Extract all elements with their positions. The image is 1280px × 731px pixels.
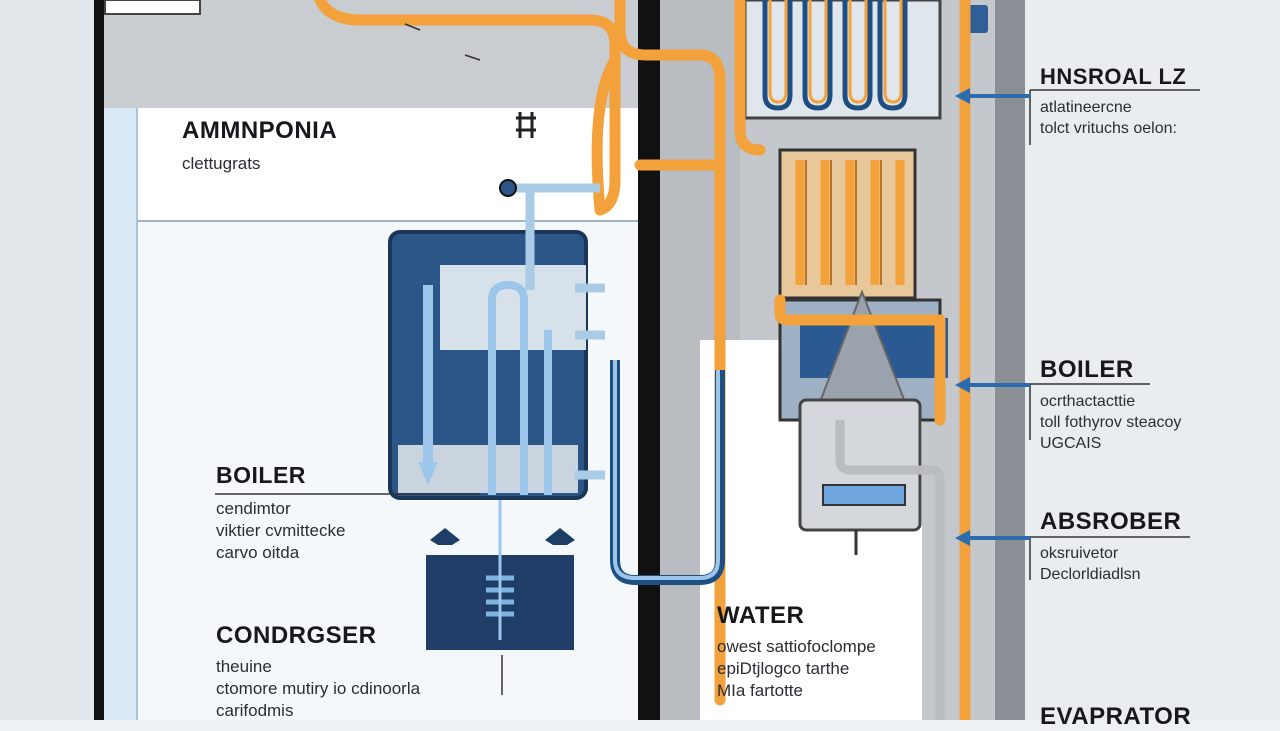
label-absrober: ABSROBER oksruivetor Declorldiadlsn — [1040, 508, 1181, 586]
left-wall — [94, 0, 104, 720]
boiler-right-line: toll fothyrov steacoy — [1040, 413, 1182, 431]
orange-pipe-arrow-b — [464, 54, 481, 61]
heater-coils — [795, 160, 905, 285]
hnsroal-title: HNSROAL LZ — [1040, 64, 1187, 89]
tank-window — [440, 265, 586, 350]
water-title: WATER — [717, 602, 805, 629]
label-water: WATER owest sattiofoclompe epiDtjlogco t… — [717, 602, 876, 702]
right-wall — [995, 0, 1025, 720]
hnsroal-line: atlatineercne — [1040, 99, 1132, 116]
top-valve — [966, 5, 988, 33]
condenser-desc: theuine ctomore mutiry io cdinoorla cari… — [216, 656, 420, 722]
heater-coils-shade — [805, 160, 882, 285]
absorber-unit — [798, 398, 922, 532]
bracket-icon — [516, 112, 536, 138]
label-ammonia: AMMNPONIA clettugrats — [182, 117, 337, 175]
boiler-left-title: BOILER — [216, 462, 306, 488]
ammonia-panel — [138, 108, 640, 220]
absorber-blue-bar — [822, 484, 906, 506]
left-blue-stripe — [103, 108, 138, 720]
label-condenser: CONDRGSER theuine ctomore mutiry io cdin… — [216, 622, 420, 722]
boiler-left-line: cendimtor — [216, 499, 291, 518]
condenser-title: CONDRGSER — [216, 622, 377, 649]
ammonia-subtitle: clettugrats — [182, 154, 261, 173]
condenser-line: ctomore mutiry io cdinoorla — [216, 679, 421, 699]
valve-knob — [499, 179, 517, 197]
top-coils — [762, 0, 908, 111]
boiler-right-desc: ocrthactacttie toll fothyrov steacoy UGC… — [1040, 392, 1181, 454]
boiler-right-title: BOILER — [1040, 356, 1134, 383]
tank-arrow-head — [418, 462, 438, 485]
absrober-desc: oksruivetor Declorldiadlsn — [1040, 544, 1181, 586]
boiler-right-line: UGCAIS — [1040, 434, 1102, 452]
boiler-left-line: viktier cvmittecke — [216, 521, 346, 541]
ammonia-title: AMMNPONIA — [182, 117, 338, 144]
boiler-left-line: carvo oitda — [216, 543, 300, 563]
hnsroal-desc: atlatineercne tolct vrituchs oelon: — [1040, 98, 1186, 140]
absrober-line: Declorldiadlsn — [1040, 565, 1141, 583]
background-right — [1000, 0, 1280, 720]
label-boiler-right: BOILER ocrthactacttie toll fothyrov stea… — [1040, 356, 1181, 454]
boiler-right-line: ocrthactacttie — [1040, 393, 1136, 410]
blue-u-tube-inner — [613, 360, 720, 580]
boiler-left-desc: cendimtor viktier cvmittecke carvo oitda — [216, 498, 345, 564]
label-evaprator: EVAPRATOR — [1040, 703, 1191, 731]
top-coils-inner — [768, 0, 903, 104]
water-desc: owest sattiofoclompe epiDtjlogco tarthe … — [717, 636, 876, 702]
condenser-line: carifodmis — [216, 701, 294, 721]
gray-return-tube — [835, 420, 945, 720]
absrober-line: oksruivetor — [1040, 545, 1119, 562]
arrow-left-icon — [955, 530, 1030, 546]
water-line: MIa fartotte — [717, 681, 803, 701]
condenser-line: theuine — [216, 657, 272, 676]
evaprator-title: EVAPRATOR — [1040, 703, 1192, 730]
center-wall — [638, 0, 660, 720]
label-boiler-left: BOILER cendimtor viktier cvmittecke carv… — [216, 462, 345, 564]
hnsroal-line: tolct vrituchs oelon: — [1040, 119, 1177, 137]
background-left — [0, 0, 100, 720]
water-line: epiDtjlogco tarthe — [717, 659, 850, 679]
orange-pipe-arrow-a — [404, 23, 421, 31]
blue-pipes — [505, 183, 605, 480]
water-line: owest sattiofoclompe — [717, 637, 876, 656]
top-small-box — [104, 0, 201, 15]
arrow-left-icon — [955, 88, 1030, 104]
arrow-left-icon — [955, 377, 1030, 393]
label-hnsroal: HNSROAL LZ atlatineercne tolct vrituchs … — [1040, 64, 1186, 140]
tank-tubes — [488, 280, 552, 495]
burner-icons — [430, 528, 575, 545]
absrober-title: ABSROBER — [1040, 508, 1182, 535]
